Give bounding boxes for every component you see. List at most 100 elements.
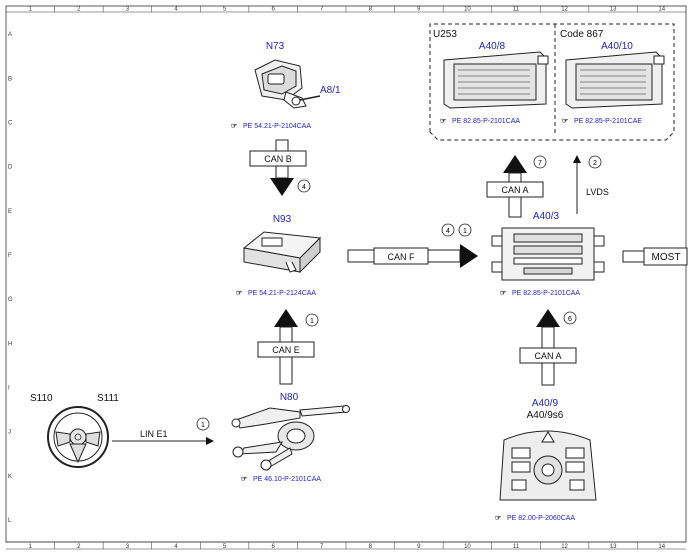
can-a-upper-arrowhead [503,155,527,173]
a40-8-label: A40/8 [479,41,506,52]
a40-9-control-panel-icon [499,430,597,501]
can-f-arrowhead [460,244,478,268]
row-tick: L [8,518,12,524]
column-tick-bottom: 3 [126,544,130,550]
column-tick-bottom: 5 [223,544,227,550]
n80-module: N80 ☞ PE 46.10-P-2101CAA [231,392,350,483]
column-tick-top: 6 [271,7,275,13]
column-tick-top: 14 [658,7,665,13]
n73-ignition-switch: N73 A8/1 ☞ PE 54.21-P-2104CAA [231,41,341,130]
a40-10-group-label: Code 867 [560,29,604,40]
row-tick: B [8,76,12,82]
a40-8-ref: PE 82.85-P-2101CAA [452,118,520,125]
can-b-arrowhead [270,178,294,196]
most-label: MOST [652,252,681,263]
row-tick: K [8,474,12,480]
n93-label: N93 [273,214,292,225]
row-tick: A [8,32,12,38]
lvds-label: LVDS [586,187,609,197]
row-tick: F [8,253,12,259]
column-tick-top: 12 [561,7,568,13]
n73-ref-symbol: ☞ [231,123,237,130]
lin-e1-number: 1 [201,422,205,429]
column-tick-top: 10 [464,7,471,13]
can-e-number: 1 [310,318,314,325]
column-tick-top: 4 [174,7,178,13]
n73-ref: PE 54.21-P-2104CAA [243,123,311,130]
column-tick-bottom: 6 [271,544,275,550]
n93-ref-symbol: ☞ [236,290,242,297]
column-tick-top: 5 [223,7,227,13]
a40-8-group-label: U253 [433,29,457,40]
column-tick-top: 8 [369,7,373,13]
a40-9-ref: PE 82.00-P-2060CAA [507,515,575,522]
can-e-number-circle [305,313,319,327]
can-e-label: CAN E [272,345,300,355]
can-a-lower-connection: CAN A 6 [519,309,577,386]
can-a-lower-label: CAN A [534,351,561,361]
a40-8-display-icon [443,51,549,109]
can-a-lower-arrowhead [536,309,560,327]
lin-e1-label: LIN E1 [140,429,168,439]
can-b-number: 4 [302,184,306,191]
can-a-lower-label-box [519,347,577,364]
display-group-bracket [429,23,675,141]
can-a-lower-number-circle [563,311,577,325]
can-f-label-box [373,247,429,265]
row-tick: C [8,120,13,126]
column-tick-bottom: 9 [417,544,421,550]
lvds-connection: LVDS 2 [573,155,609,214]
column-tick-bottom: 10 [464,544,471,550]
column-tick-bottom: 12 [561,544,568,550]
can-a-upper-label-box [486,181,544,198]
n73-label: N73 [266,41,285,52]
lin-e1-connection: LIN E1 1 [112,417,214,445]
lvds-number: 2 [593,160,597,167]
n80-label: N80 [280,392,299,403]
a40-10-ref-symbol: ☞ [562,118,568,125]
a40-10-label: A40/10 [601,41,633,52]
a40-10-ref: PE 82.85-P-2101CAE [574,118,642,125]
row-tick: H [8,341,12,347]
steering-wheel-icon [47,406,109,468]
can-f-number-circle-2 [458,223,472,237]
column-tick-bottom: 14 [658,544,665,550]
can-a-upper-number: 7 [538,160,542,167]
row-tick: J [8,430,11,436]
row-tick: I [8,385,10,391]
row-tick: D [8,165,13,171]
most-connection: MOST [622,247,688,266]
column-tick-top: 13 [610,7,617,13]
column-tick-bottom: 2 [77,544,81,550]
n73-sub-label: A8/1 [320,85,341,96]
can-f-label: CAN F [388,252,416,262]
can-f-number-circle-1 [441,223,455,237]
row-tick: E [8,209,12,215]
a40-9-control-panel: A40/9 A40/9s6 ☞ PE 82.00-P-2060CAA [495,398,597,522]
lin-e1-arrowhead [206,437,214,445]
lvds-number-circle [588,155,602,169]
can-f-number-1: 4 [446,228,450,235]
n80-column-switch-icon [231,405,350,471]
a40-10-display: Code 867 A40/10 ☞ PE 82.85-P-2101CAE [560,29,665,125]
column-tick-top: 11 [513,7,520,13]
column-tick-bottom: 1 [29,544,33,550]
can-a-upper-number-circle [533,155,547,169]
can-a-lower-number: 6 [568,316,572,323]
column-tick-top: 2 [77,7,81,13]
n93-module-icon [242,231,322,274]
can-a-upper-connection: CAN A 7 [486,155,547,218]
most-label-box [643,247,688,266]
n80-ref-symbol: ☞ [241,476,247,483]
n93-module: N93 ☞ PE 54.21-P-2124CAA [236,214,322,297]
n93-ref: PE 54.21-P-2124CAA [248,290,316,297]
column-tick-bottom: 13 [610,544,617,550]
a40-8-display: U253 A40/8 ☞ PE 82.85-P-2101CAA [433,29,549,125]
can-e-label-box [257,341,315,358]
column-tick-top: 7 [320,7,324,13]
a40-9-ref-symbol: ☞ [495,515,501,522]
column-tick-top: 1 [29,7,33,13]
a40-10-display-icon [565,51,665,109]
